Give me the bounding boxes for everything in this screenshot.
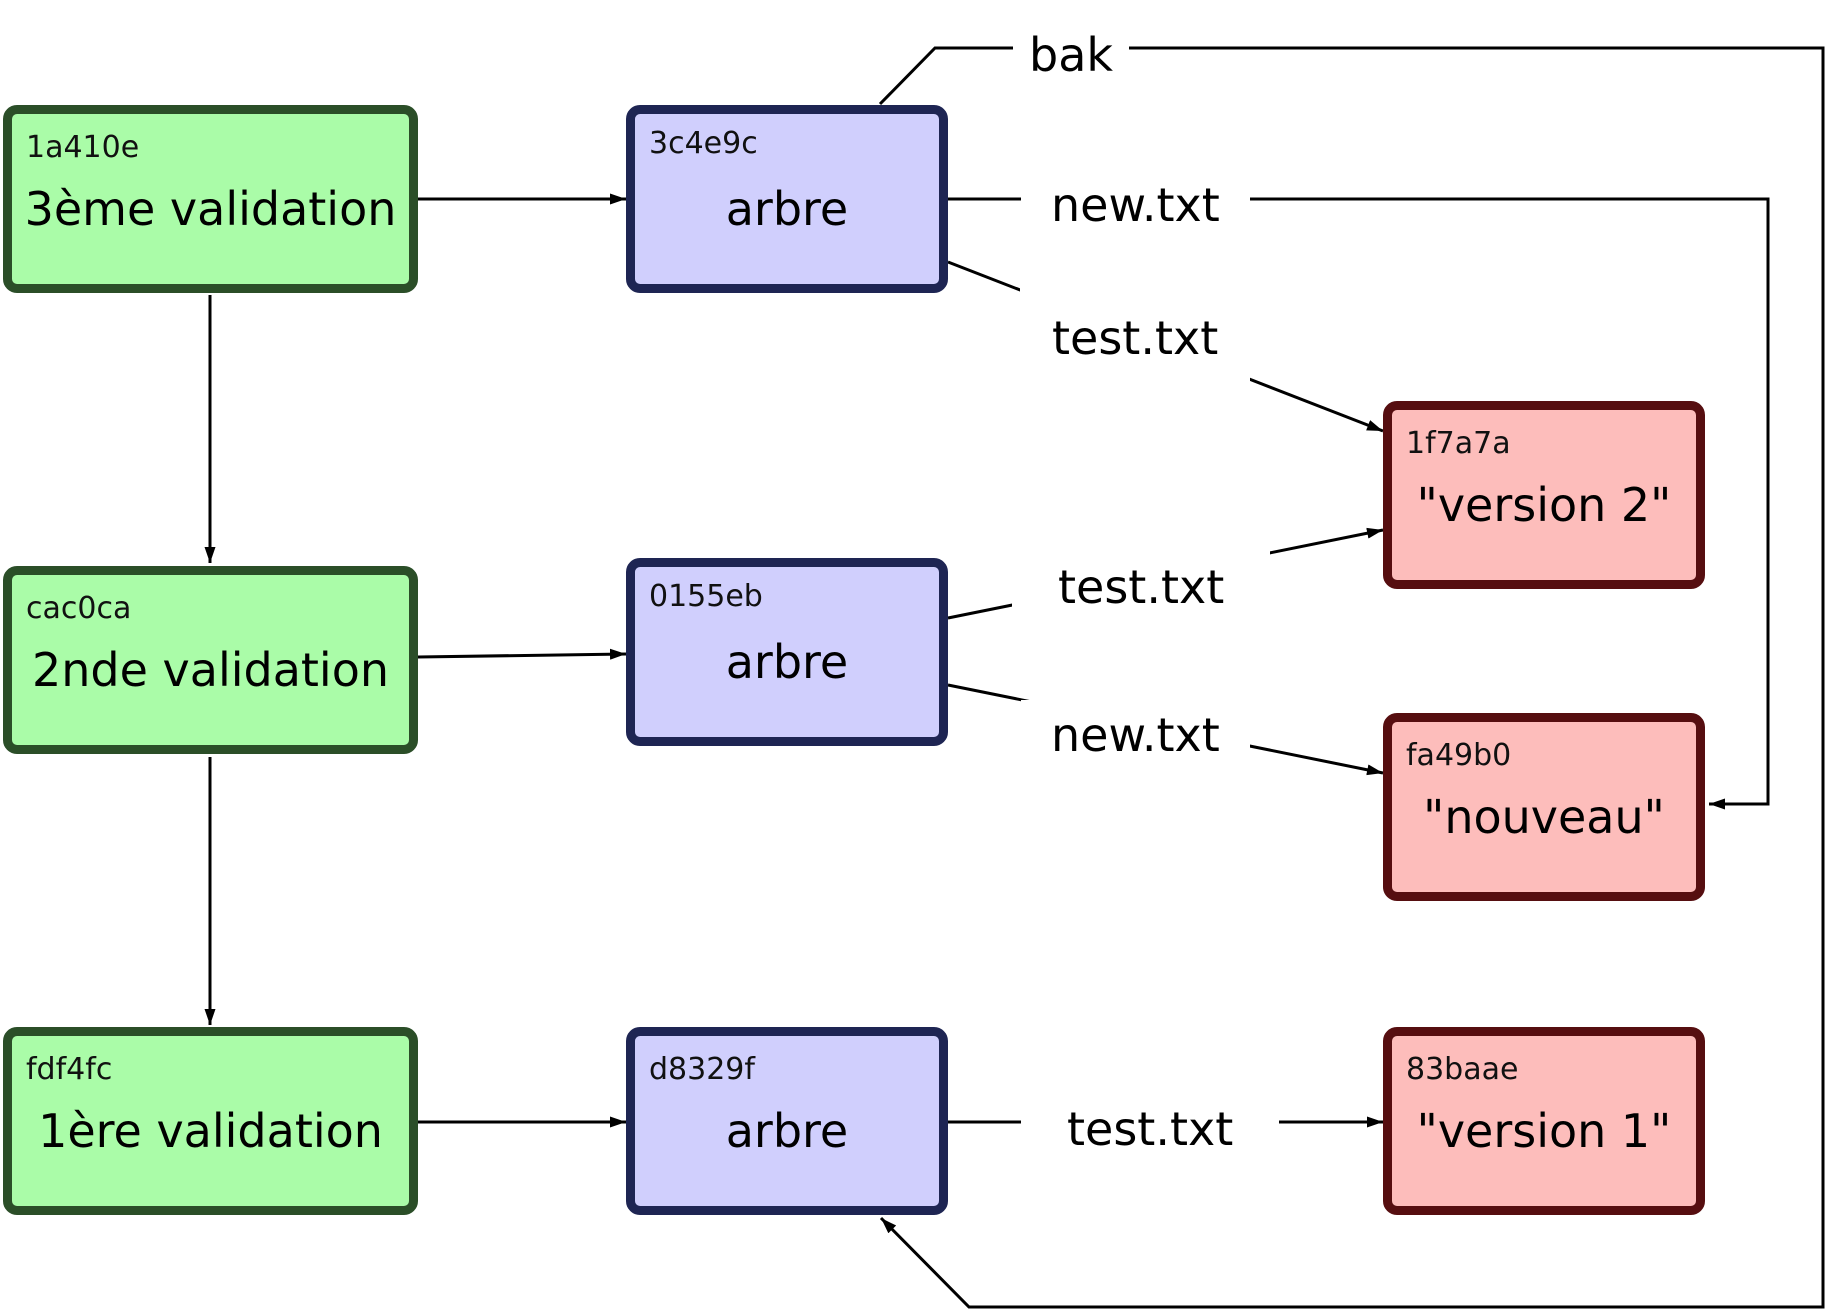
tree-hash: d8329f (649, 1052, 755, 1087)
commit-hash: 1a410e (26, 130, 140, 165)
blob-node-1f7a7a: 1f7a7a "version 2" (1383, 401, 1705, 589)
commit-node-2: cac0ca 2nde validation (3, 566, 418, 754)
tree-node-0155eb: 0155eb arbre (626, 558, 948, 746)
tree-node-d8329f: d8329f arbre (626, 1027, 948, 1215)
tree-hash: 3c4e9c (649, 126, 758, 161)
blob-content: "version 1" (1416, 1104, 1672, 1158)
commit-message: 3ème validation (24, 182, 397, 236)
edge-label-test-txt: test.txt (1020, 285, 1251, 391)
blob-content: "version 2" (1416, 478, 1672, 532)
tree-label: arbre (725, 1104, 849, 1158)
blob-hash: 83baae (1406, 1052, 1519, 1087)
tree-label: arbre (725, 635, 849, 689)
blob-node-83baae: 83baae "version 1" (1383, 1027, 1705, 1215)
commit-node-1: fdf4fc 1ère validation (3, 1027, 418, 1215)
edge-tree1-bak-to-tree3 (878, 46, 1825, 1309)
blob-content: "nouveau" (1423, 790, 1665, 844)
edge-commit2-to-tree2 (417, 648, 627, 660)
commit-node-3: 1a410e 3ème validation (3, 105, 418, 293)
commit-message: 2nde validation (31, 643, 390, 697)
edge-label-bak: bak (1013, 32, 1130, 78)
commit-message: 1ère validation (38, 1104, 383, 1158)
tree-label: arbre (725, 182, 849, 236)
blob-node-fa49b0: fa49b0 "nouveau" (1383, 713, 1705, 901)
edge-label-test-txt: test.txt (1012, 542, 1271, 632)
tree-hash: 0155eb (649, 579, 763, 614)
blob-hash: fa49b0 (1406, 738, 1512, 773)
edge-label-new-txt: new.txt (1021, 182, 1250, 228)
commit-hash: cac0ca (26, 591, 132, 626)
edge-label-new-txt: new.txt (1021, 700, 1250, 770)
commit-hash: fdf4fc (26, 1052, 113, 1087)
edge-label-test-txt: test.txt (1021, 1106, 1280, 1152)
tree-node-3c4e9c: 3c4e9c arbre (626, 105, 948, 293)
edge-tree1-new-to-nouveau (948, 197, 1770, 810)
blob-hash: 1f7a7a (1406, 426, 1511, 461)
